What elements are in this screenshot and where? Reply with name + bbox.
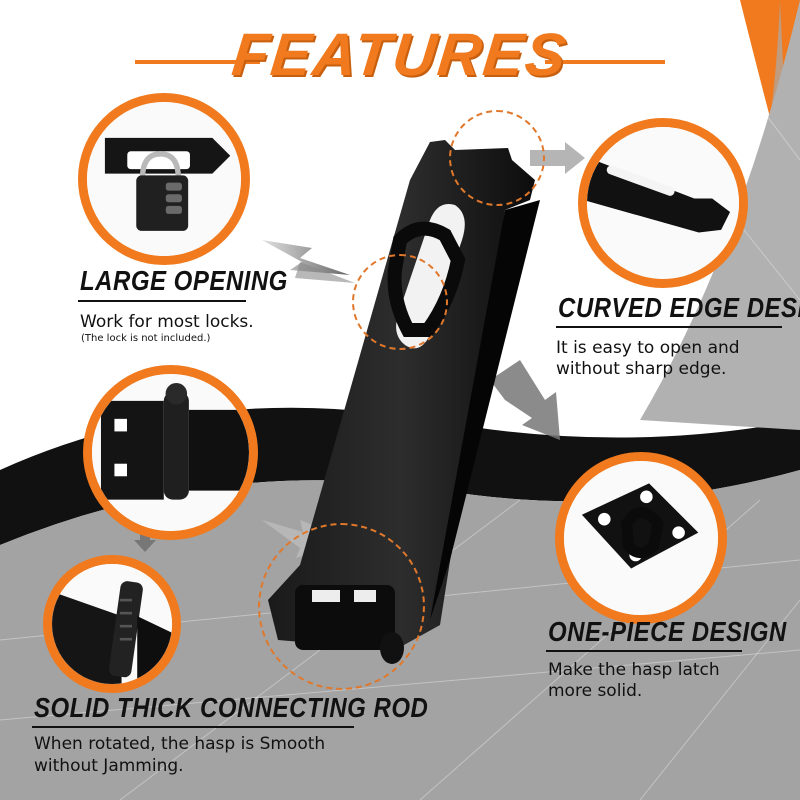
lock-not-included-note: (The lock is not included.) (81, 333, 211, 344)
connecting-rod-detail-image (43, 555, 181, 693)
connecting-rod-underline (32, 726, 354, 728)
connecting-rod-heading: SOLID THICK CONNECTING ROD (34, 692, 429, 724)
curved-edge-highlight (449, 110, 545, 206)
page-title: FEATURES (229, 21, 571, 88)
large-opening-text: Work for most locks. (80, 312, 254, 332)
curved-edge-underline (556, 326, 782, 328)
large-opening-heading: LARGE OPENING (80, 265, 288, 297)
opening-highlight (352, 254, 448, 350)
one-piece-underline (546, 650, 742, 652)
one-piece-text-line-1: Make the hasp latch (548, 660, 720, 680)
curved-edge-detail-image (578, 118, 748, 288)
title-rule-left (135, 60, 260, 64)
curved-edge-text-line-1: It is easy to open and (556, 338, 740, 358)
one-piece-text-line-2: more solid. (548, 681, 643, 701)
connecting-rod-text-line-1: When rotated, the hasp is Smooth (34, 734, 326, 754)
connecting-rod-text-line-2: without Jamming. (34, 756, 184, 776)
title-rule-right (545, 60, 665, 64)
hinge-detail-image (83, 365, 258, 540)
large-opening-detail-image (78, 93, 250, 265)
one-piece-heading: ONE-PIECE DESIGN (548, 616, 787, 648)
curved-edge-heading: CURVED EDGE DESIGN (558, 292, 800, 324)
hinge-highlight (258, 523, 425, 690)
staple-detail-image (555, 452, 727, 624)
curved-edge-text-line-2: without sharp edge. (556, 359, 727, 379)
large-opening-underline (78, 300, 246, 302)
